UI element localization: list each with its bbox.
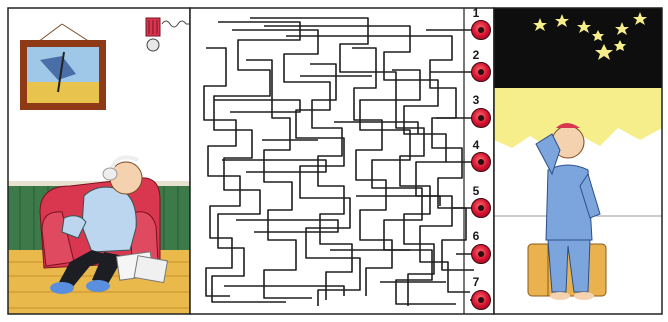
terminal-label-5: 5 (472, 184, 480, 198)
man-in-pajamas (535, 123, 601, 300)
terminal-icon[interactable] (471, 20, 491, 40)
star-icon (533, 12, 647, 60)
sleeping-old-man (50, 155, 169, 294)
wall-painting (20, 23, 106, 110)
bell-icon (145, 17, 190, 52)
terminal-icon[interactable] (471, 62, 491, 82)
terminal-label-4: 4 (472, 138, 480, 152)
terminal-label-6: 6 (472, 229, 480, 243)
city-skyline (494, 88, 662, 150)
terminal-icon[interactable] (471, 198, 491, 218)
terminal-label-3: 3 (472, 93, 480, 107)
terminal-icon[interactable] (471, 244, 491, 264)
terminal-label-1: 1 (472, 6, 480, 20)
terminal-icon[interactable] (471, 152, 491, 172)
terminal-icon[interactable] (471, 290, 491, 310)
terminal-label-7: 7 (472, 275, 480, 289)
terminal-label-2: 2 (472, 48, 480, 62)
terminal-icon[interactable] (471, 108, 491, 128)
